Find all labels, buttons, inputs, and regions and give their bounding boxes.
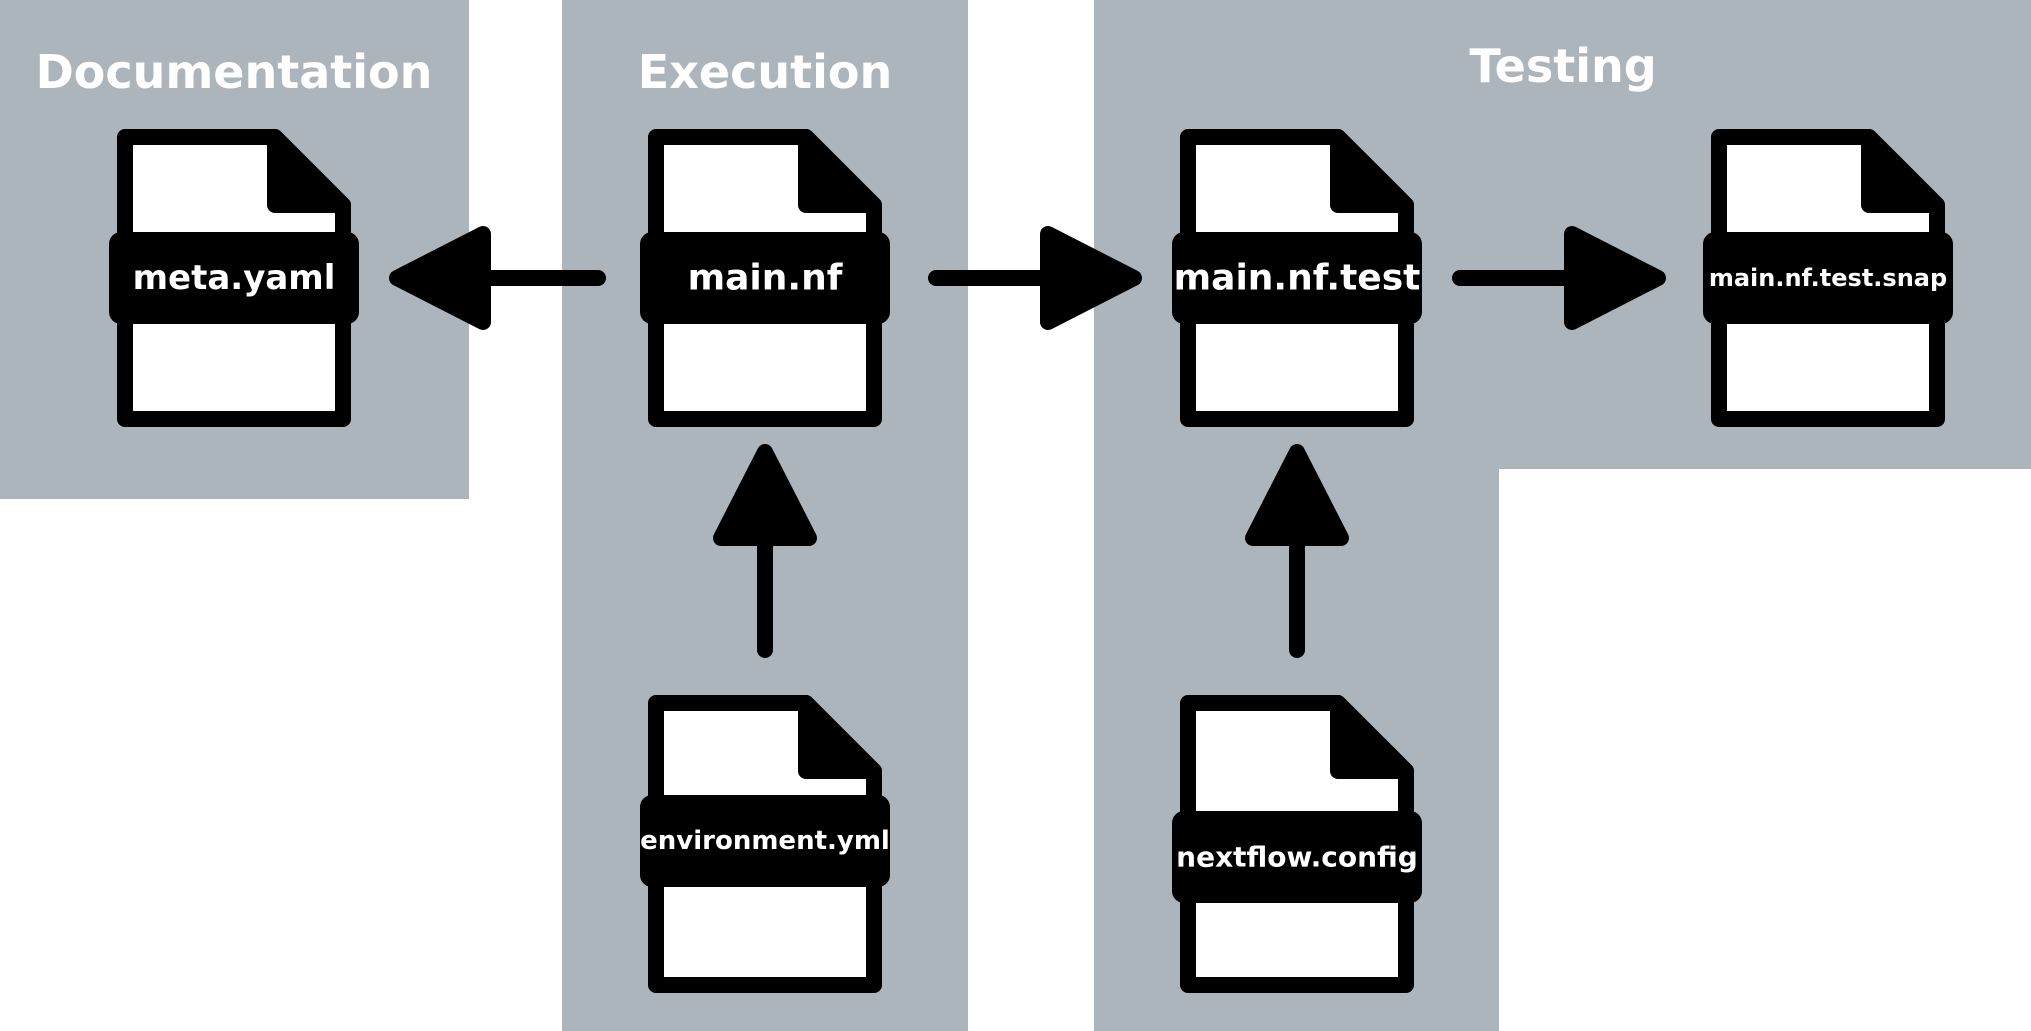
- arrow-left-icon: [389, 226, 606, 330]
- arrow-right-icon: [928, 226, 1142, 330]
- file-label-band: [640, 795, 890, 887]
- folded-corner: [798, 129, 882, 213]
- folded-corner: [267, 129, 351, 213]
- folded-corner: [1330, 695, 1414, 779]
- folded-corner: [1330, 129, 1414, 213]
- file-label: main.nf.test.snap: [1709, 264, 1947, 292]
- file-label: environment.yml: [640, 826, 890, 856]
- execution-title: Execution: [638, 45, 892, 99]
- file-main-nf-test-snap: main.nf.test.snap: [1703, 129, 1953, 427]
- file-label-band: [109, 232, 359, 324]
- file-label-band: [1703, 232, 1953, 324]
- file-label-band: [1172, 232, 1422, 324]
- arrow-right-icon: [1452, 226, 1666, 330]
- file-meta-yaml: meta.yaml: [109, 129, 359, 427]
- file-label-band: [640, 232, 890, 324]
- file-label: main.nf: [688, 258, 843, 299]
- files-layer: meta.yaml main.nf main.nf.test main.nf.test…: [109, 129, 1953, 993]
- testing-title: Testing: [1469, 39, 1656, 93]
- file-label: main.nf.test: [1174, 258, 1421, 299]
- file-label-band: [1172, 811, 1422, 903]
- documentation-title: Documentation: [36, 45, 433, 99]
- folded-corner: [798, 695, 882, 779]
- file-main-nf-test: main.nf.test: [1172, 129, 1422, 427]
- file-main-nf: main.nf: [640, 129, 890, 427]
- file-label: meta.yaml: [133, 258, 336, 298]
- arrow-up-icon: [1245, 444, 1349, 658]
- folded-corner: [1861, 129, 1945, 213]
- file-nextflow-config: nextflow.config: [1172, 695, 1422, 993]
- arrow-up-icon: [713, 444, 817, 658]
- file-label: nextflow.config: [1176, 841, 1418, 874]
- file-environment-yml: environment.yml: [640, 695, 890, 993]
